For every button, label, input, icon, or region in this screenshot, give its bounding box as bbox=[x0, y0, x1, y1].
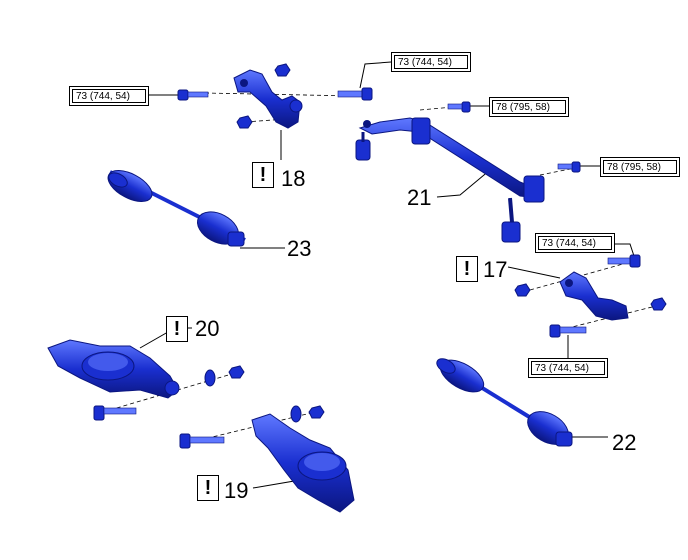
bolt-19 bbox=[179, 433, 225, 449]
callout-22: 22 bbox=[612, 430, 637, 455]
callout-18: 18 bbox=[281, 166, 306, 191]
part-17-upper-arm bbox=[559, 271, 629, 321]
part-19-lower-arm bbox=[251, 413, 355, 513]
nut-17-left bbox=[514, 283, 531, 297]
bolt-17-lower bbox=[549, 324, 587, 338]
part-18-upper-arm bbox=[233, 69, 303, 129]
caution-icon: ! bbox=[456, 256, 478, 282]
nut-20 bbox=[228, 365, 245, 379]
torque-spec-text: 78 (795, 58) bbox=[492, 100, 566, 114]
nut-17-right bbox=[650, 297, 667, 311]
torque-spec-text: 73 (744, 54) bbox=[72, 89, 146, 103]
torque-spec-stab-1: 78 (795, 58) bbox=[489, 97, 569, 117]
callout-21: 21 bbox=[407, 185, 432, 210]
washer-19 bbox=[290, 405, 302, 423]
bolt-stab-1 bbox=[447, 101, 471, 113]
part-20-lower-arm bbox=[47, 339, 180, 399]
caution-icon: ! bbox=[252, 162, 274, 188]
callout-17: 17 bbox=[483, 257, 508, 282]
torque-spec-left-top: 73 (744, 54) bbox=[69, 86, 149, 106]
callout-23: 23 bbox=[287, 236, 312, 261]
caution-icon: ! bbox=[166, 316, 188, 342]
bolt-left-18 bbox=[177, 89, 209, 101]
callout-20: 20 bbox=[195, 316, 220, 341]
torque-spec-text: 73 (744, 54) bbox=[531, 361, 605, 375]
torque-spec-right-1: 73 (744, 54) bbox=[535, 233, 615, 253]
bolt-stab-2 bbox=[557, 161, 581, 173]
alignment-lines bbox=[109, 92, 661, 441]
torque-spec-text: 73 (744, 54) bbox=[538, 236, 612, 250]
part-21-stabilizer-bar bbox=[355, 117, 545, 243]
bolt-20 bbox=[93, 405, 137, 421]
torque-spec-mid-top: 73 (744, 54) bbox=[391, 52, 471, 72]
caution-icon: ! bbox=[197, 475, 219, 501]
torque-spec-stab-2: 78 (795, 58) bbox=[600, 157, 680, 177]
nut-top-18 bbox=[274, 63, 291, 77]
bolt-right-17-top bbox=[607, 254, 641, 268]
washer-20 bbox=[204, 369, 216, 387]
nut-lower-18 bbox=[236, 115, 253, 129]
part-23-drive-shaft bbox=[107, 170, 246, 247]
bolt-right-18 bbox=[337, 87, 373, 101]
part-22-drive-shaft bbox=[436, 358, 573, 447]
callout-19: 19 bbox=[224, 478, 249, 503]
torque-spec-text: 78 (795, 58) bbox=[603, 160, 677, 174]
nut-19 bbox=[308, 405, 325, 419]
torque-spec-right-2: 73 (744, 54) bbox=[528, 358, 608, 378]
torque-spec-text: 73 (744, 54) bbox=[394, 55, 468, 69]
